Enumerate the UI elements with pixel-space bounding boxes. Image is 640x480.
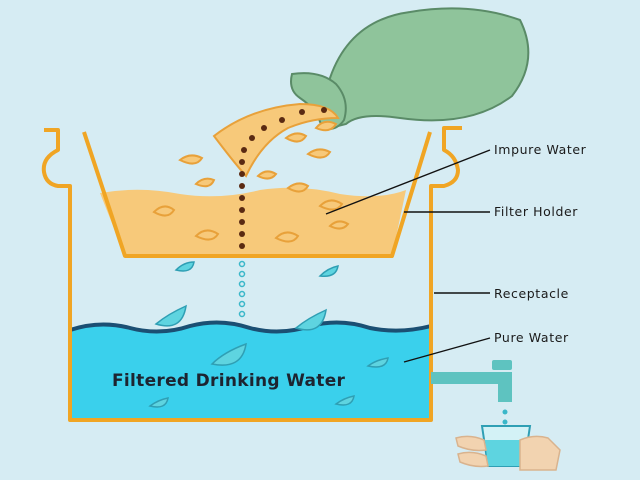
label-impure-water: Impure Water <box>494 142 587 157</box>
tap-drips <box>502 409 508 425</box>
label-receptacle: Receptacle <box>494 286 569 301</box>
glass-icon <box>480 425 532 467</box>
label-filter-holder: Filter Holder <box>494 204 579 219</box>
label-pure-water: Pure Water <box>494 330 569 345</box>
leader-lines <box>325 149 491 363</box>
tap-icon <box>431 360 512 402</box>
pure-water <box>70 322 431 420</box>
hand-icon <box>455 435 561 471</box>
filtered-droplet-stream <box>238 260 246 318</box>
dirt-dots <box>239 107 327 249</box>
impure-particles <box>152 120 350 243</box>
filter-holder-outline <box>82 131 432 258</box>
pouring-stream <box>212 102 340 178</box>
impure-water <box>100 187 406 256</box>
pure-water-wave <box>69 320 432 334</box>
receptacle-outline <box>41 126 462 422</box>
clean-droplets <box>148 261 389 408</box>
caption-filtered-drinking-water: Filtered Drinking Water <box>112 371 346 391</box>
